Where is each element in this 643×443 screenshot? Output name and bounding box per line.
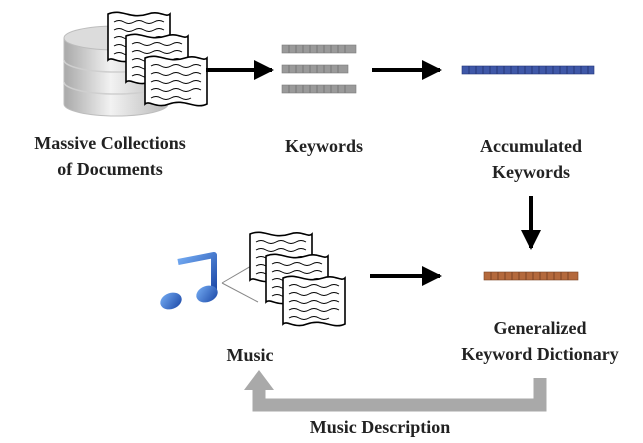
- keyword-bar: [281, 44, 357, 54]
- feedback-arrow: [244, 370, 547, 412]
- accumulated-keyword-bar: [461, 65, 595, 75]
- dictionary-keyword-bar: [483, 271, 579, 281]
- dictionary-label-line2: Keyword Dictionary: [461, 344, 619, 364]
- keyword-bar: [281, 64, 349, 74]
- keyword-bars: [281, 44, 357, 94]
- documents-label-line1: Massive Collections: [34, 133, 186, 153]
- music-note-icon: [160, 252, 218, 310]
- music-description-label: Music Description: [309, 417, 451, 437]
- music-document-stack-icon: [249, 231, 346, 327]
- dictionary-label: Generalized Keyword Dictionary: [440, 315, 640, 367]
- accumulated-label-line1: Accumulated: [480, 136, 582, 156]
- accumulated-label-line2: Keywords: [492, 162, 570, 182]
- documents-label: Massive Collections of Documents: [10, 130, 210, 182]
- documents-label-line2: of Documents: [57, 159, 163, 179]
- keywords-label: Keywords: [285, 136, 363, 156]
- keyword-bar: [281, 84, 357, 94]
- music-label: Music: [226, 345, 274, 365]
- accumulated-keywords-label: Accumulated Keywords: [449, 133, 613, 185]
- dictionary-label-line1: Generalized: [493, 318, 587, 338]
